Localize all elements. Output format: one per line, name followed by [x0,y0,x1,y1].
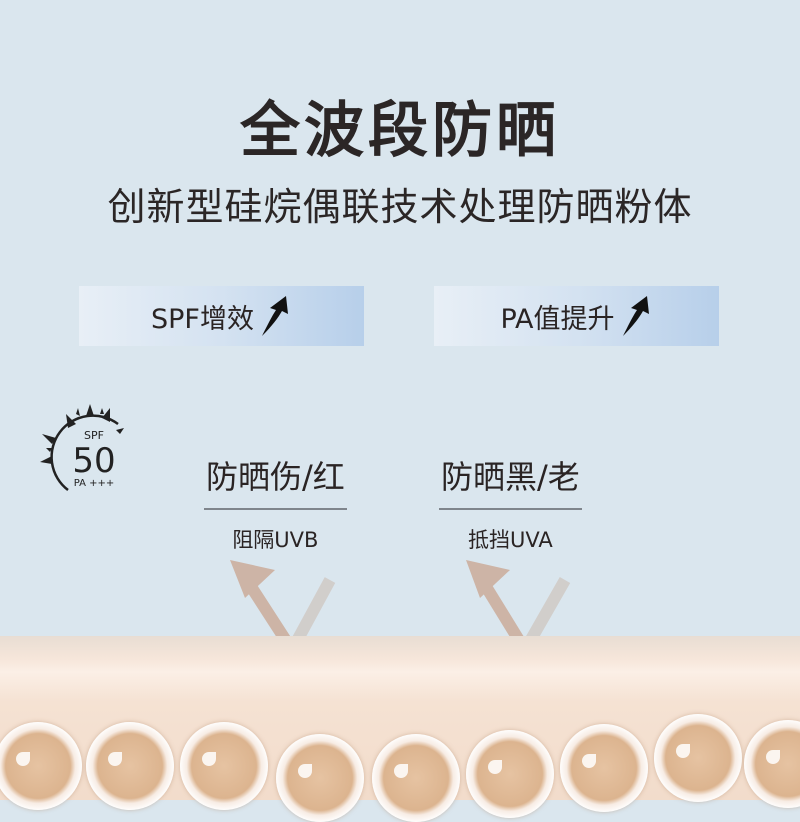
powder-bead [372,734,460,822]
spf-boost-pill: SPF增效 [79,286,364,346]
powder-bead [276,734,364,822]
powder-bead [0,722,82,810]
feature-heading: 防晒黑/老 [439,452,582,510]
powder-bead [86,722,174,810]
pill-label: PA值提升 [500,303,615,335]
pa-boost-pill: PA值提升 [434,286,719,346]
spf50-badge: SPF 50 PA +++ [38,402,130,494]
feature-sub: 阻隔UVB [232,528,319,552]
svg-text:50: 50 [72,441,115,481]
svg-text:SPF: SPF [84,429,104,442]
sun-icon: SPF 50 PA +++ [40,404,124,491]
up-arrow-icon [622,296,649,336]
svg-text:PA +++: PA +++ [74,478,115,489]
up-arrow-icon [261,296,288,336]
pill-label: SPF增效 [151,303,254,335]
feature-sub: 抵挡UVA [468,528,553,552]
powder-bead [654,714,742,802]
page-subtitle: 创新型硅烷偶联技术处理防晒粉体 [107,185,693,229]
powder-bead [560,724,648,812]
powder-bead [180,722,268,810]
feature-heading: 防晒伤/红 [204,452,347,510]
powder-bead [466,730,554,818]
feature-uvb: 防晒伤/红 阻隔UVB [204,452,347,554]
page-title: 全波段防晒 [240,96,560,166]
feature-uva: 防晒黑/老 抵挡UVA [439,452,582,554]
